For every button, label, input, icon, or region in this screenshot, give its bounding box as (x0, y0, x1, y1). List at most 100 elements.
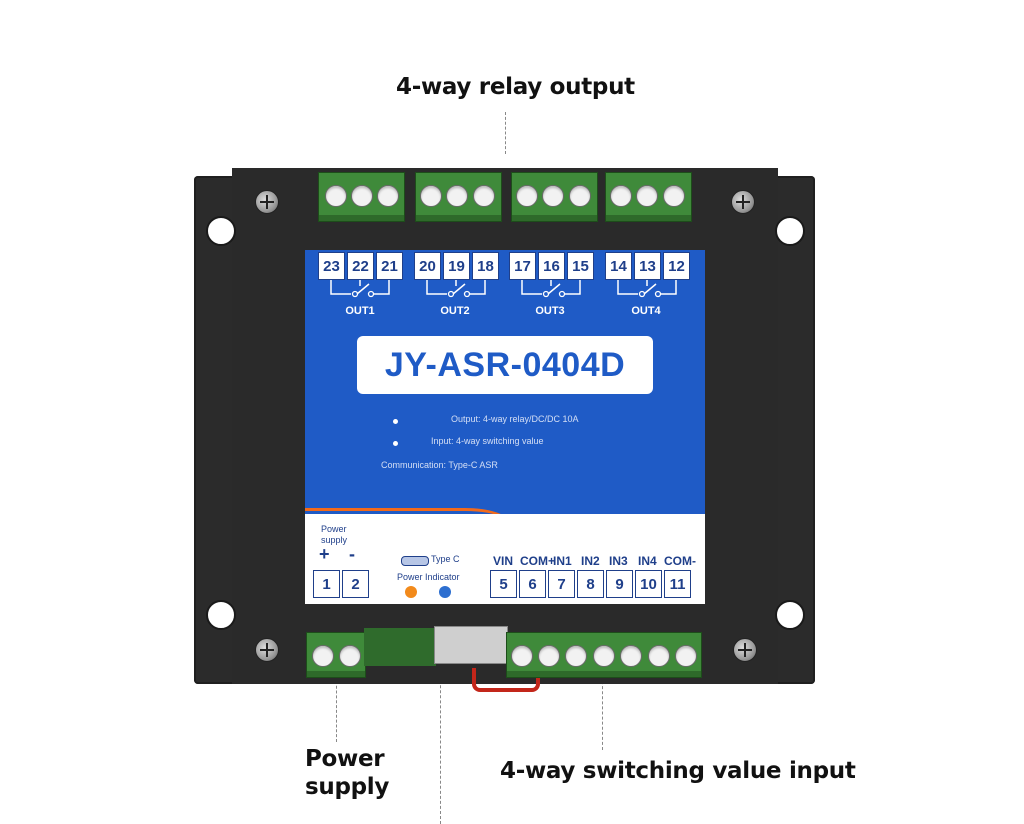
power-label-line1: Power (321, 524, 347, 534)
input-terminal-block (506, 632, 702, 678)
relay-terminal-block-out1 (318, 172, 405, 222)
screw-hole-icon (325, 185, 347, 207)
input-pins: 5 6 7 8 9 10 11 (490, 570, 693, 598)
pin-label: 2 (342, 570, 369, 598)
input-label-in4: IN4 (638, 554, 657, 568)
input-label-com-minus: COM- (664, 554, 696, 568)
power-supply-callout-line1: Power (305, 746, 385, 772)
relay-switch-icon (426, 280, 486, 298)
jumper-wire (472, 668, 540, 692)
pin-group-out1: 23 22 21 (318, 252, 405, 280)
front-label-panel: 23 22 21 20 19 18 17 16 15 14 13 12 OUT1… (305, 250, 705, 604)
pin-label: 23 (318, 252, 345, 280)
screw-hole-icon (473, 185, 495, 207)
power-led-icon (405, 586, 417, 598)
pin-label: 12 (663, 252, 690, 280)
screw-hole-icon (675, 645, 697, 667)
relay-switch-icon (521, 280, 581, 298)
mount-hole-bottom-right (775, 600, 805, 630)
input-label-in2: IN2 (581, 554, 600, 568)
minus-sign: - (349, 544, 355, 564)
pin-label: 10 (635, 570, 662, 598)
screw-hole-icon (610, 185, 632, 207)
pin-label: 17 (509, 252, 536, 280)
model-name: JY-ASR-0404D (357, 336, 653, 394)
pin-label: 5 (490, 570, 517, 598)
power-supply-leader (336, 676, 337, 742)
screw-hole-icon (511, 645, 533, 667)
pin-label: 19 (443, 252, 470, 280)
pin-label: 8 (577, 570, 604, 598)
screw-icon (731, 190, 755, 214)
pin-label: 22 (347, 252, 374, 280)
out3-label: OUT3 (535, 305, 565, 317)
out4-label: OUT4 (631, 305, 661, 317)
screw-hole-icon (620, 645, 642, 667)
pcb-edge (364, 628, 436, 666)
relay-output-leader (505, 112, 506, 154)
screw-hole-icon (312, 645, 334, 667)
relay-terminal-block-out3 (511, 172, 598, 222)
relay-switch-icon (330, 280, 390, 298)
power-label-line2: supply (321, 535, 348, 545)
pin-label: 18 (472, 252, 499, 280)
screw-hole-icon (339, 645, 361, 667)
pin-label: 6 (519, 570, 546, 598)
screw-hole-icon (420, 185, 442, 207)
screw-hole-icon (636, 185, 658, 207)
pin-label: 20 (414, 252, 441, 280)
screw-hole-icon (565, 645, 587, 667)
spec-communication: Communication: Type-C ASR (381, 460, 498, 470)
screw-hole-icon (663, 185, 685, 207)
usb-leader (440, 640, 441, 824)
power-pins: 1 2 (313, 570, 371, 598)
screw-hole-icon (516, 185, 538, 207)
screw-hole-icon (538, 645, 560, 667)
screw-icon (255, 190, 279, 214)
relay-switch-icon (617, 280, 677, 298)
power-supply-callout-line2: supply (305, 774, 390, 800)
pin-group-out2: 20 19 18 (414, 252, 501, 280)
relay-terminal-block-out4 (605, 172, 692, 222)
out1-label: OUT1 (345, 305, 375, 317)
pin-label: 15 (567, 252, 594, 280)
bullet-icon (393, 419, 398, 424)
switching-input-callout: 4-way switching value input (500, 758, 856, 784)
screw-hole-icon (648, 645, 670, 667)
screw-hole-icon (377, 185, 399, 207)
typec-label: Type C (431, 554, 460, 564)
pin-label: 21 (376, 252, 403, 280)
pin-label: 13 (634, 252, 661, 280)
typec-port-icon (401, 556, 429, 566)
pin-label: 14 (605, 252, 632, 280)
mount-hole-top-right (775, 216, 805, 246)
indicator-label: Power Indicator (397, 572, 460, 582)
pin-label: 11 (664, 570, 691, 598)
switching-input-leader (602, 676, 603, 750)
orange-accent-stripe (305, 508, 705, 518)
pin-label: 7 (548, 570, 575, 598)
screw-hole-icon (593, 645, 615, 667)
input-label-in1: IN1 (553, 554, 572, 568)
input-label-vin: VIN (493, 554, 514, 568)
spec-output: Output: 4-way relay/DC/DC 10A (451, 414, 579, 424)
mount-hole-top-left (206, 216, 236, 246)
screw-icon (733, 638, 757, 662)
screw-hole-icon (569, 185, 591, 207)
relay-terminal-block-out2 (415, 172, 502, 222)
plus-sign: + (319, 544, 330, 564)
screw-hole-icon (351, 185, 373, 207)
screw-icon (255, 638, 279, 662)
spec-input: Input: 4-way switching value (431, 436, 544, 446)
input-label-com-plus: COM+ (520, 554, 556, 568)
input-label-in3: IN3 (609, 554, 628, 568)
usb-connector (434, 626, 508, 664)
mount-hole-bottom-left (206, 600, 236, 630)
screw-hole-icon (446, 185, 468, 207)
label-strip: Power supply + - Type C Power Indicator … (305, 514, 705, 604)
status-led-icon (439, 586, 451, 598)
pin-group-out4: 14 13 12 (605, 252, 692, 280)
pin-label: 16 (538, 252, 565, 280)
out2-label: OUT2 (440, 305, 470, 317)
pin-group-out3: 17 16 15 (509, 252, 596, 280)
